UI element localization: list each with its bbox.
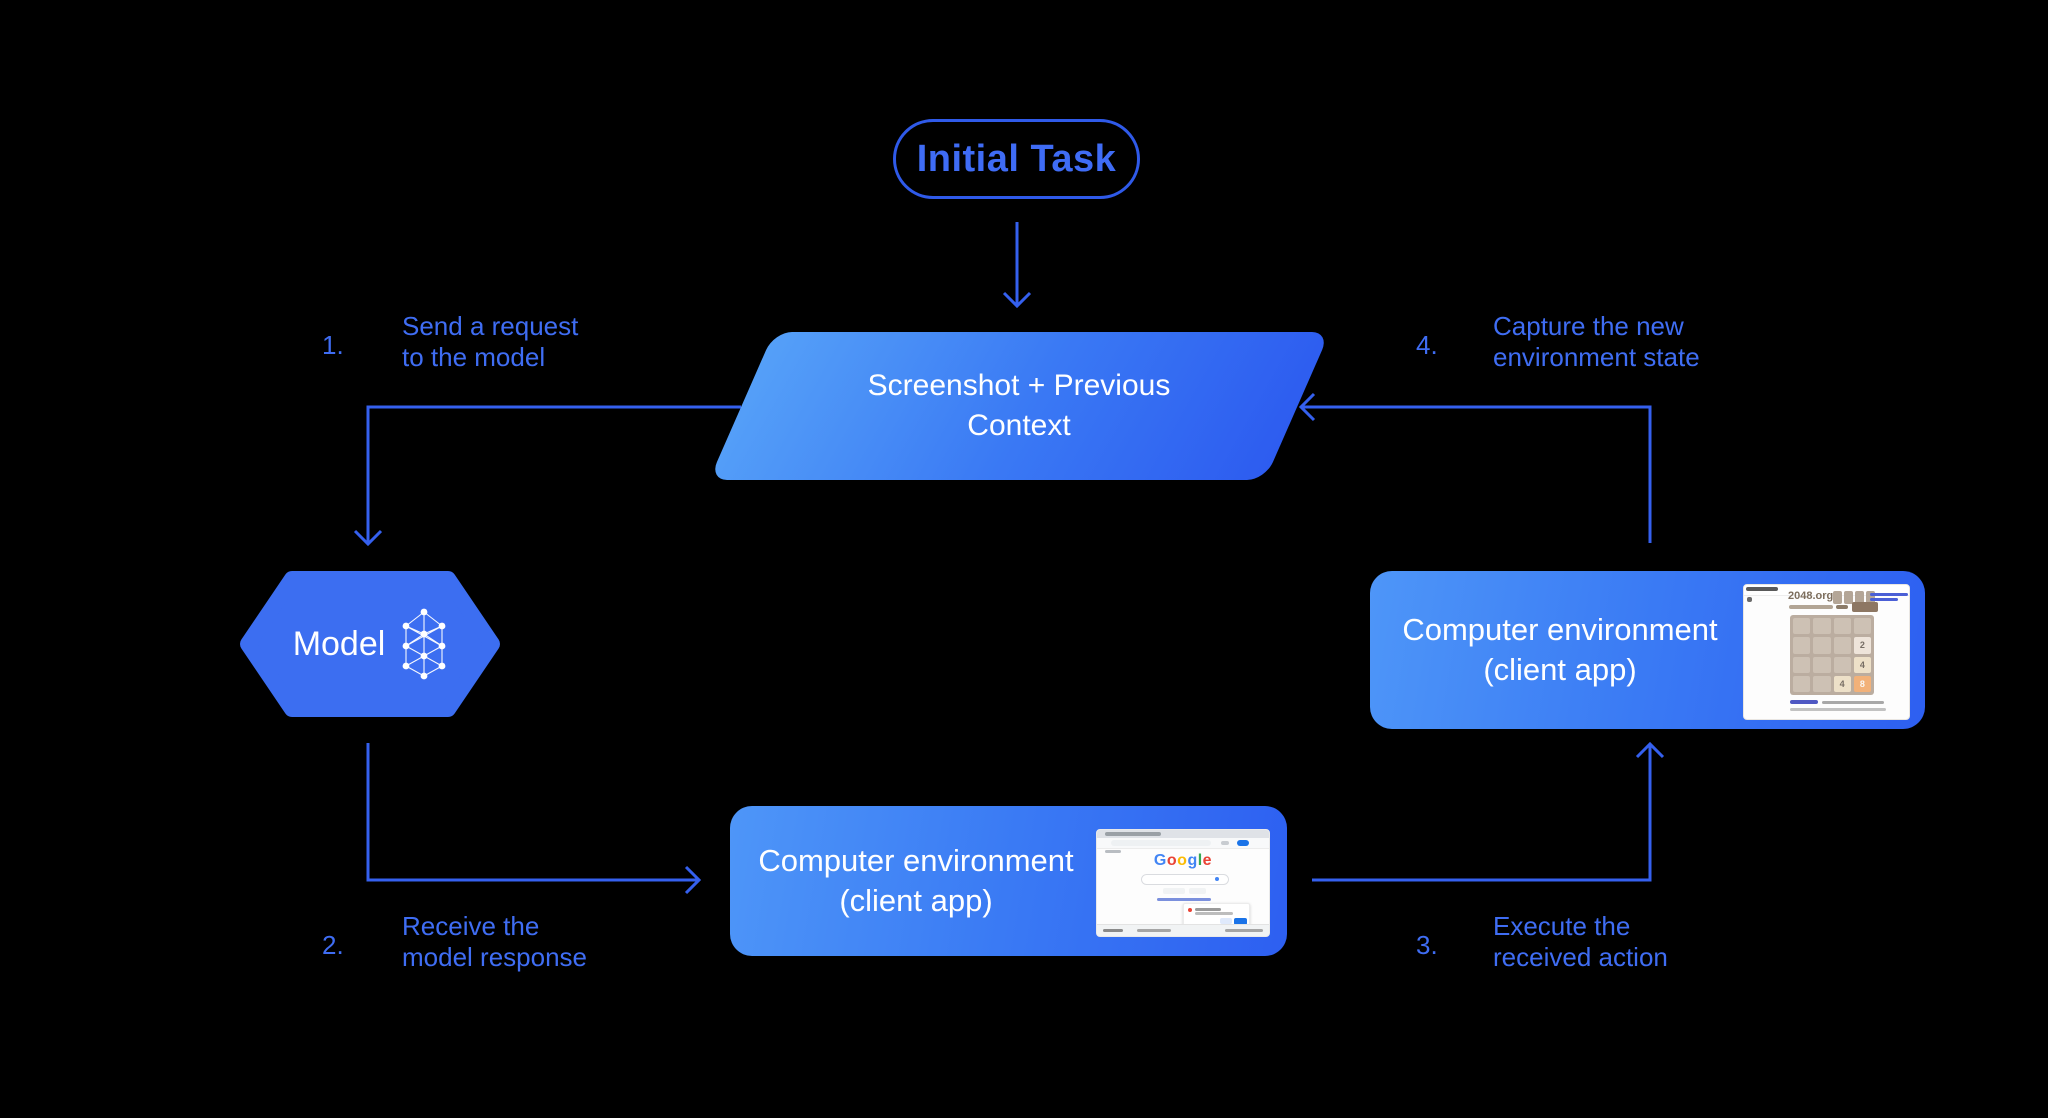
env-bottom-label: Computer environment (client app) xyxy=(730,806,1102,956)
screenshot-2048: 2048.org 2 4 4 8 xyxy=(1743,584,1910,720)
empty-cell xyxy=(1853,618,1871,635)
step-2-label: Receive the model response xyxy=(402,911,587,972)
google-logo: Google xyxy=(1153,852,1213,869)
env-right-line2: (client app) xyxy=(1483,652,1637,687)
step-1-label: Send a request to the model xyxy=(402,311,579,372)
step-2-number: 2. xyxy=(322,930,344,960)
env-bottom-line1: Computer environment xyxy=(758,843,1074,878)
empty-cell xyxy=(1793,637,1811,654)
empty-cell xyxy=(1833,637,1851,654)
screenshot-google: Google xyxy=(1096,829,1270,937)
empty-cell xyxy=(1813,656,1831,673)
step-3-label: Execute the received action xyxy=(1493,911,1668,972)
footer-link-blob xyxy=(1790,700,1818,704)
tab-title-blob xyxy=(1105,832,1161,836)
model-hexagon xyxy=(240,571,500,717)
score-box xyxy=(1866,591,1875,604)
footer-text-blob xyxy=(1790,708,1886,711)
empty-cell xyxy=(1813,637,1831,654)
tile-4: 4 xyxy=(1833,675,1851,692)
tagline-bold-blob xyxy=(1836,605,1848,609)
env-right-line1: Computer environment xyxy=(1402,612,1718,647)
header-link-blob xyxy=(1870,598,1898,601)
dialog-title-blob xyxy=(1195,908,1221,911)
tile-8: 8 xyxy=(1853,675,1871,692)
search-lens-icon xyxy=(1215,877,1219,881)
arrow-model-to-env xyxy=(366,743,702,895)
browser-tab-bar xyxy=(1744,585,1909,596)
url-bar xyxy=(1111,840,1211,846)
score-box xyxy=(1855,591,1864,604)
toolbar-icons-blob xyxy=(1221,841,1229,845)
dialog-text-blob xyxy=(1195,912,1233,915)
tile-2: 2 xyxy=(1853,637,1871,654)
arrow-task-to-context xyxy=(1002,222,1032,309)
new-game-button xyxy=(1852,602,1878,612)
arrow-env-to-env xyxy=(1312,741,1665,882)
dialog-accept-button xyxy=(1234,917,1247,925)
empty-cell xyxy=(1813,618,1831,635)
empty-cell xyxy=(1793,618,1811,635)
lucky-button-blob xyxy=(1189,888,1206,894)
arrow-env-to-context xyxy=(1298,392,1652,543)
dialog-secondary-button xyxy=(1220,918,1232,924)
game-board-2048: 2 4 4 8 xyxy=(1790,615,1874,695)
model-node xyxy=(238,568,502,720)
empty-cell xyxy=(1833,618,1851,635)
page-footer xyxy=(1097,924,1269,936)
site-title: 2048.org xyxy=(1788,590,1834,602)
cookie-dialog xyxy=(1183,903,1250,927)
bookmarks-blob xyxy=(1105,850,1121,853)
neural-network-icon xyxy=(402,608,446,680)
footer-links-blob xyxy=(1137,929,1171,932)
score-box xyxy=(1833,591,1842,604)
empty-cell xyxy=(1793,675,1811,692)
empty-cell xyxy=(1813,675,1831,692)
footer-region-blob xyxy=(1103,929,1123,932)
score-box xyxy=(1844,591,1853,604)
context-label-line2: Context xyxy=(967,409,1071,442)
model-label: Model xyxy=(292,624,386,663)
language-links-blob xyxy=(1157,898,1211,901)
initial-task-node: Initial Task xyxy=(893,119,1140,199)
footer-links-blob xyxy=(1225,929,1263,932)
search-button-blob xyxy=(1163,888,1185,894)
footer-text-blob xyxy=(1822,701,1884,704)
arrow-context-to-model xyxy=(353,405,741,547)
tagline-blob xyxy=(1789,605,1833,609)
score-boxes xyxy=(1833,591,1875,604)
empty-cell xyxy=(1793,656,1811,673)
search-bar xyxy=(1141,874,1229,885)
env-right-label: Computer environment (client app) xyxy=(1370,571,1750,729)
step-4-number: 4. xyxy=(1416,330,1438,360)
browser-tab-bar xyxy=(1097,830,1269,838)
dialog-logo-dot xyxy=(1188,908,1192,912)
tile-4: 4 xyxy=(1853,656,1871,673)
tab-title-blob xyxy=(1746,587,1778,591)
context-node-label: Screenshot + Previous Context xyxy=(769,332,1269,480)
signin-button-thumbnail xyxy=(1237,840,1249,846)
empty-cell xyxy=(1833,656,1851,673)
favicon-blob xyxy=(1747,597,1752,602)
model-node-content: Model xyxy=(238,568,502,720)
context-label-line1: Screenshot + Previous xyxy=(867,369,1171,402)
initial-task-label: Initial Task xyxy=(916,137,1117,180)
step-3-number: 3. xyxy=(1416,930,1438,960)
header-link-blob xyxy=(1870,593,1908,596)
step-1-number: 1. xyxy=(322,330,344,360)
env-bottom-line2: (client app) xyxy=(839,883,993,918)
step-4-label: Capture the new environment state xyxy=(1493,311,1700,372)
